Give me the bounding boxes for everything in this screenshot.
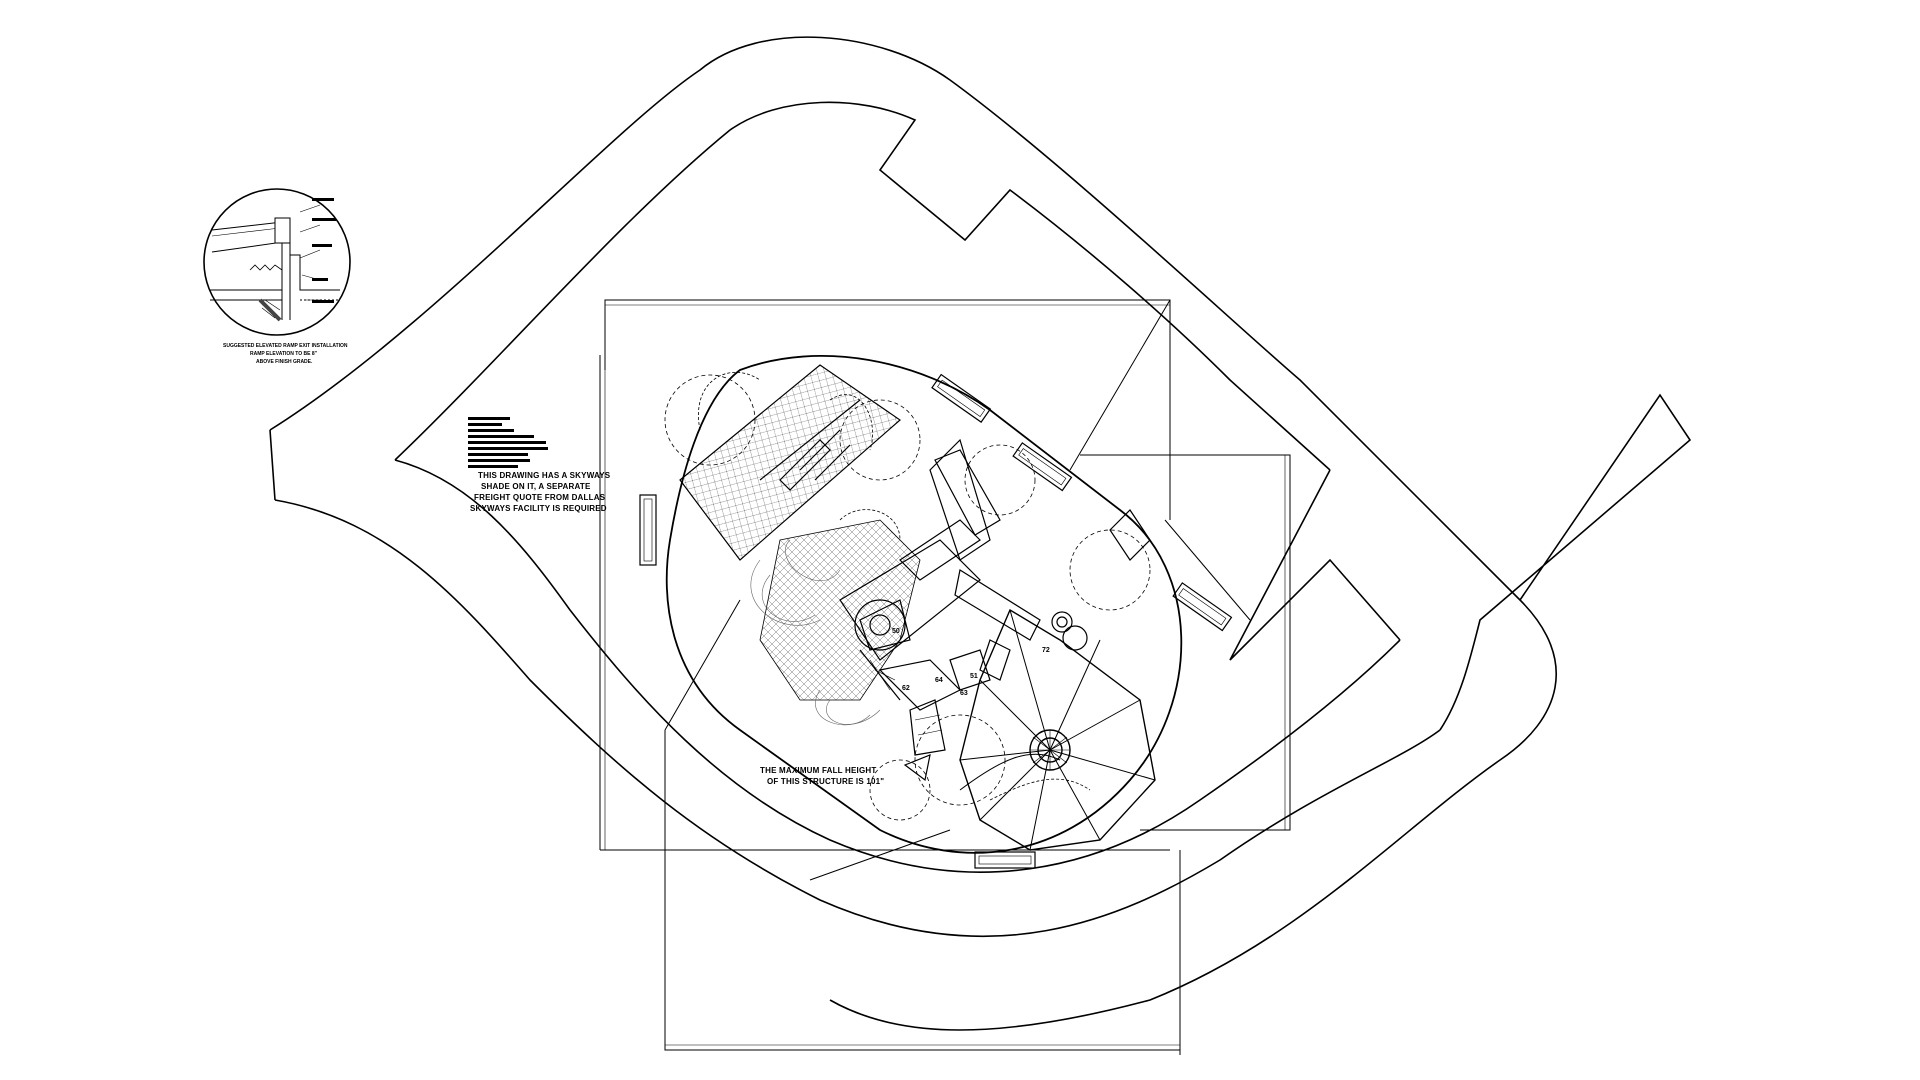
tube-slide	[934, 449, 1088, 651]
ramp-detail-caption-line-2: RAMP ELEVATION TO BE 8"	[250, 351, 318, 357]
central-play-decks	[759, 438, 1011, 782]
component-number-51: 51	[970, 673, 978, 680]
component-number-64: 64	[935, 677, 943, 684]
safety-zone-boundary	[665, 355, 1183, 854]
ramp-detail-caption-line-3: ABOVE FINISH GRADE.	[256, 359, 313, 365]
component-numbers: 72 50 62 64 63 51	[892, 628, 1050, 697]
component-number-62: 62	[902, 685, 910, 692]
walkway-outer-boundary	[269, 36, 1557, 1031]
component-number-72: 72	[1042, 647, 1050, 654]
skyways-note: THIS DRAWING HAS A SKYWAYS SHADE ON IT, …	[470, 471, 611, 513]
skyways-note-line-1: THIS DRAWING HAS A SKYWAYS	[478, 471, 611, 480]
walkway-inner-edge	[394, 101, 1692, 873]
skyways-shade-canopy	[959, 608, 1156, 851]
ramp-detail-callout: SUGGESTED ELEVATED RAMP EXIT INSTALLATIO…	[203, 188, 351, 365]
fall-height-note-line-1: THE MAXIMUM FALL HEIGHT	[760, 766, 876, 775]
ramp-detail-caption-line-1: SUGGESTED ELEVATED RAMP EXIT INSTALLATIO…	[223, 343, 348, 349]
component-number-50: 50	[892, 628, 900, 635]
fall-height-note: THE MAXIMUM FALL HEIGHT OF THIS STRUCTUR…	[760, 766, 884, 786]
fall-height-note-line-2: OF THIS STRUCTURE IS 101"	[767, 777, 884, 786]
slab-markers	[639, 373, 1233, 869]
use-zone-circles	[664, 374, 1151, 821]
component-number-63: 63	[960, 690, 968, 697]
skyways-note-line-3: FREIGHT QUOTE FROM DALLAS	[474, 493, 606, 502]
dimension-lines	[599, 299, 1291, 1055]
skyways-note-line-4: SKYWAYS FACILITY IS REQUIRED	[470, 504, 607, 513]
general-notes-block	[468, 417, 548, 468]
skyways-note-line-2: SHADE ON IT, A SEPARATE	[481, 482, 591, 491]
net-climber-structure	[679, 364, 901, 561]
